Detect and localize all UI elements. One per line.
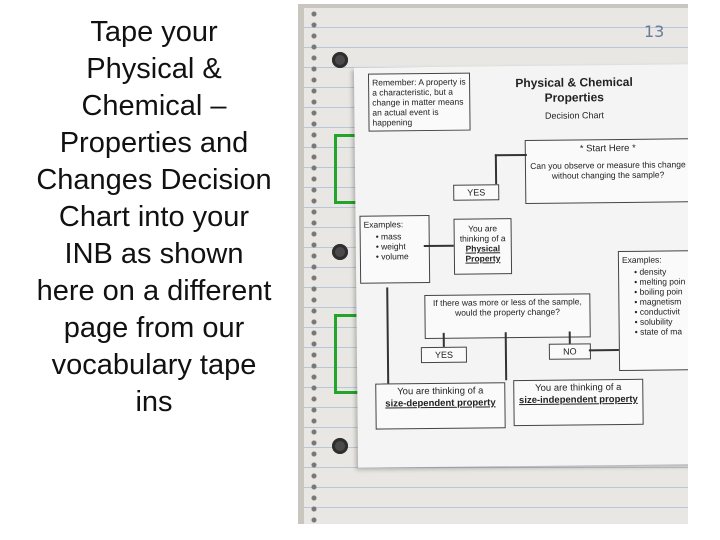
chart-subtitle: Decision Chart (504, 110, 644, 121)
question-1: Can you observe or measure this change w… (528, 159, 688, 181)
caption-line: Properties and (18, 125, 290, 162)
example-item: mass (376, 231, 426, 242)
size-indep-emph: size-independent property (516, 394, 640, 407)
example-item: density (634, 266, 688, 277)
yes-label-2: YES (421, 347, 467, 363)
arrow-line (569, 332, 571, 344)
example-item: solubility (635, 316, 688, 327)
no-label-2: NO (549, 343, 591, 359)
decision-chart-sheet: Remember: A property is a characteristic… (354, 64, 688, 468)
notebook-page: 13 Remember: A property is a characteris… (304, 8, 688, 524)
start-question-box: * Start Here * Can you observe or measur… (525, 138, 688, 204)
examples-left-title: Examples: (364, 219, 426, 230)
yes-label-1: YES (453, 184, 499, 200)
example-item: magnetism (634, 296, 688, 307)
caption-line: Physical & (18, 51, 290, 88)
instruction-caption: Tape your Physical & Chemical – Properti… (18, 14, 290, 421)
chart-title-block: Physical & Chemical Properties Decision … (504, 69, 645, 126)
binder-hole (332, 438, 348, 454)
question-2-box: If there was more or less of the sample,… (424, 293, 590, 339)
chart-title-line2: Properties (504, 90, 644, 106)
example-item: conductivit (634, 306, 688, 317)
arrow-line (386, 287, 389, 383)
caption-line: Chart into your (18, 199, 290, 236)
size-dependent-box: You are thinking of a size-dependent pro… (375, 382, 505, 429)
caption-line: Tape your (18, 14, 290, 51)
size-independent-box: You are thinking of a size-independent p… (513, 379, 643, 426)
binder-hole (332, 244, 348, 260)
caption-line: page from our (18, 310, 290, 347)
arrow-line (505, 332, 507, 380)
examples-right-title: Examples: (622, 254, 688, 265)
arrow-line (424, 245, 454, 247)
arrow-line (495, 154, 497, 184)
chart-title: Physical & Chemical (504, 75, 644, 91)
physical-property-box: You are thinking of a Physical Property (454, 218, 513, 275)
green-tape-marker-bottom (334, 314, 359, 394)
arrow-line (443, 333, 445, 347)
physical-prefix: You are thinking of a (457, 223, 509, 244)
notebook-photo: 13 Remember: A property is a characteris… (298, 4, 688, 524)
example-item: weight (376, 241, 426, 252)
binder-hole (332, 52, 348, 68)
caption-line: INB as shown (18, 236, 290, 273)
spiral-binding (306, 8, 328, 524)
start-label: * Start Here * (528, 143, 688, 155)
page-number: 13 (644, 22, 664, 41)
caption-line: Changes Decision (18, 162, 290, 199)
caption-line: vocabulary tape (18, 347, 290, 384)
size-dep-emph: size-dependent property (378, 397, 502, 410)
remember-note: Remember: A property is a characteristic… (368, 73, 471, 132)
arrow-line (495, 154, 527, 156)
caption-line: ins (18, 384, 290, 421)
arrow-line (589, 349, 619, 351)
examples-right-list: density melting poin boiling poin magnet… (634, 266, 688, 337)
examples-right-box: Examples: density melting poin boiling p… (618, 250, 688, 371)
caption-line: Chemical – (18, 88, 290, 125)
physical-emph: Physical Property (457, 243, 509, 264)
example-item: melting poin (634, 276, 688, 287)
example-item: state of ma (635, 326, 688, 337)
examples-left-box: Examples: mass weight volume (359, 215, 430, 284)
example-item: volume (376, 251, 426, 262)
example-item: boiling poin (634, 286, 688, 297)
caption-line: here on a different (18, 273, 290, 310)
examples-left-list: mass weight volume (376, 231, 426, 262)
